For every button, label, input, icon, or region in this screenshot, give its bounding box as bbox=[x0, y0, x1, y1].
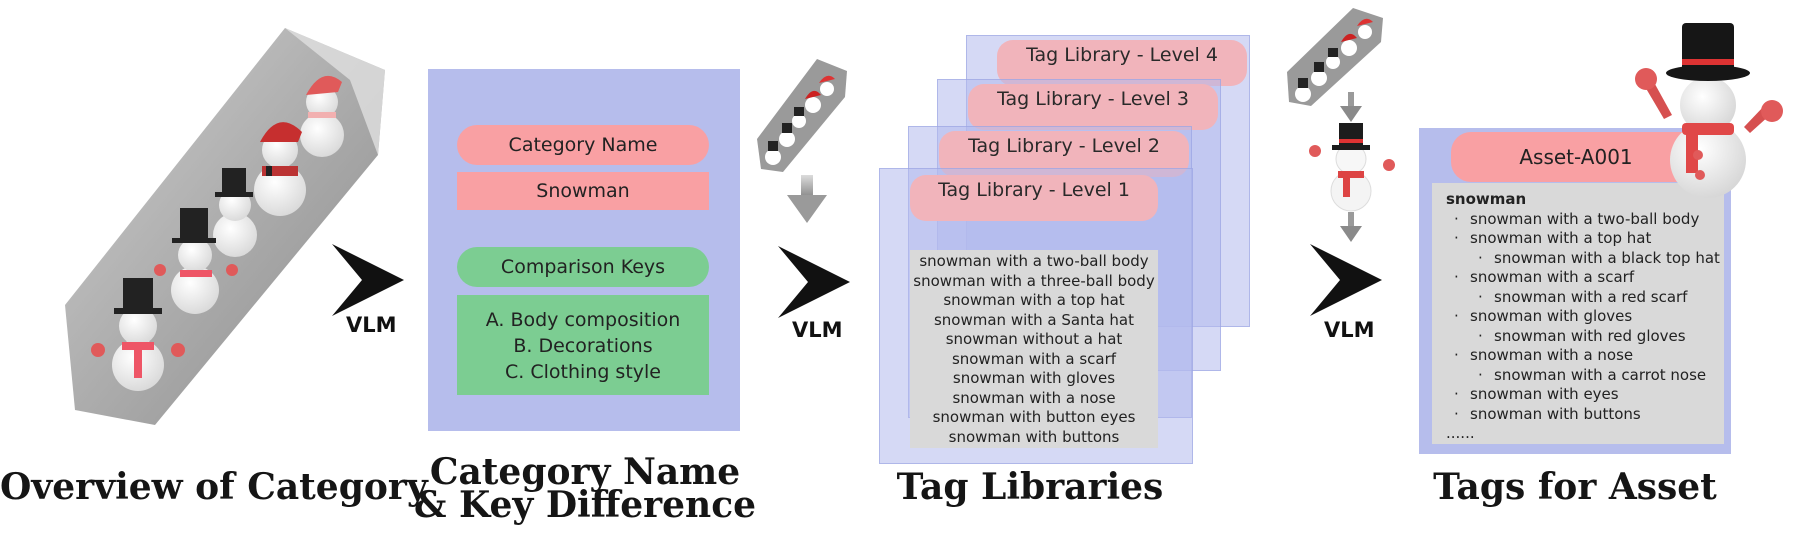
tag-item: snowman with a three-ball body bbox=[913, 271, 1155, 290]
category-name-value: Snowman bbox=[457, 172, 709, 210]
asset-tag-item: ·snowman with a nose bbox=[1454, 346, 1634, 364]
bullet-icon: · bbox=[1454, 229, 1459, 247]
asset-tag-root: snowman bbox=[1446, 190, 1527, 208]
vlm-label: VLM bbox=[346, 313, 397, 337]
tag-item: snowman without a hat bbox=[945, 330, 1123, 348]
tag-library-level-4-title: Tag Library - Level 4 bbox=[997, 40, 1247, 86]
snowman-figure bbox=[154, 208, 238, 314]
asset-tag-item: ·snowman with gloves bbox=[1454, 307, 1633, 325]
tag-item: snowman with a scarf bbox=[951, 349, 1117, 368]
category-name-header: Category Name bbox=[457, 125, 709, 165]
asset-tag-subitem: ·snowman with red gloves bbox=[1478, 326, 1686, 345]
snowman-figure bbox=[254, 122, 306, 216]
tag-library-level-1-title: Tag Library - Level 1 bbox=[910, 175, 1158, 221]
asset-snowman-image bbox=[1635, 23, 1783, 198]
asset-tag-subitem: ·snowman with a carrot nose bbox=[1478, 365, 1707, 384]
bullet-icon: · bbox=[1454, 385, 1459, 403]
asset-tag-item: ·snowman with a top hat bbox=[1454, 229, 1652, 247]
asset-tag-subitem: ·snowman with a black top hat bbox=[1478, 248, 1720, 267]
caption-key-difference: & Key Difference bbox=[413, 484, 757, 526]
caption-tag-libraries: Tag Libraries bbox=[896, 466, 1164, 508]
snowman-figure bbox=[1309, 123, 1395, 212]
bullet-icon: · bbox=[1478, 365, 1483, 384]
tag-item: snowman with a Santa hat bbox=[933, 310, 1135, 329]
bullet-icon: · bbox=[1454, 404, 1459, 423]
tag-item: snowman with button eyes bbox=[932, 408, 1136, 426]
bullet-icon: · bbox=[1454, 209, 1459, 228]
comparison-keys-header: Comparison Keys bbox=[457, 247, 709, 287]
arrow-right-icon bbox=[1310, 244, 1382, 316]
comparison-key: A. Body composition bbox=[485, 309, 681, 331]
snowman-figure bbox=[300, 75, 344, 157]
bullet-icon: · bbox=[1478, 326, 1483, 345]
arrow-right-icon bbox=[778, 246, 850, 318]
tag-item: snowman with buttons bbox=[948, 427, 1120, 446]
asset-id-header: Asset-A001 bbox=[1451, 132, 1701, 182]
asset-tag-list: snowman ·snowman with a two-ball body ·s… bbox=[1446, 190, 1726, 444]
tag-item: snowman with gloves bbox=[952, 369, 1116, 387]
asset-tag-item: ·snowman with a two-ball body bbox=[1454, 209, 1700, 228]
category-overview-image bbox=[65, 28, 385, 425]
bullet-icon: · bbox=[1454, 346, 1459, 364]
bullet-icon: · bbox=[1478, 287, 1483, 306]
arrow-down-icon bbox=[1340, 212, 1362, 242]
caption-overview-of-category: Overview of Category bbox=[0, 466, 428, 508]
asset-tag-subitem: ·snowman with a red scarf bbox=[1478, 287, 1688, 306]
asset-tags-box bbox=[1432, 183, 1724, 444]
snowman-figure bbox=[213, 168, 257, 257]
caption-tags-for-asset: Tags for Asset bbox=[1433, 466, 1717, 508]
vlm-label: VLM bbox=[1324, 318, 1375, 342]
asset-tag-ellipsis: ...... bbox=[1446, 424, 1475, 442]
bullet-icon: · bbox=[1454, 307, 1459, 325]
tag-item: snowman with a nose bbox=[952, 388, 1116, 407]
arrow-down-icon bbox=[787, 175, 827, 223]
comparison-keys-list: A. Body composition B. Decorations C. Cl… bbox=[457, 295, 709, 395]
snowman-figure bbox=[91, 278, 185, 391]
category-thumbnail-image bbox=[757, 59, 847, 172]
arrow-down-icon bbox=[1340, 92, 1362, 122]
bullet-icon: · bbox=[1454, 268, 1459, 286]
asset-tag-item: ·snowman with buttons bbox=[1454, 404, 1641, 423]
vlm-label: VLM bbox=[792, 318, 843, 342]
tag-item: snowman with a top hat bbox=[943, 291, 1125, 309]
tag-library-level-1-list: snowman with a two-ball body snowman wit… bbox=[910, 250, 1158, 448]
comparison-key: B. Decorations bbox=[513, 335, 653, 357]
bullet-icon: · bbox=[1478, 248, 1483, 267]
arrow-right-icon bbox=[332, 244, 404, 316]
asset-tag-item: ·snowman with a scarf bbox=[1454, 268, 1635, 286]
tag-library-level-3-title: Tag Library - Level 3 bbox=[968, 84, 1218, 130]
caption-category-name: Category Name bbox=[429, 451, 741, 493]
category-thumbnail-image bbox=[1287, 8, 1383, 106]
comparison-key: C. Clothing style bbox=[505, 361, 661, 383]
tag-item: snowman with a two-ball body bbox=[919, 252, 1149, 270]
asset-tag-item: ·snowman with eyes bbox=[1454, 385, 1619, 403]
